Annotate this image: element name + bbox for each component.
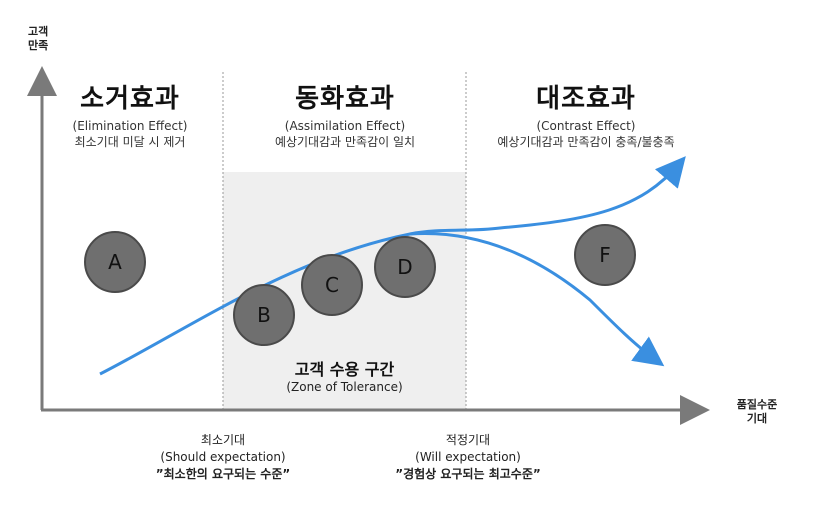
will-expectation-en: (Will expectation) bbox=[415, 450, 521, 464]
y-axis-label-line1: 고객 bbox=[28, 25, 49, 38]
zone-elimination-en: (Elimination Effect) bbox=[72, 119, 188, 133]
circle-c-label: C bbox=[325, 273, 339, 297]
circle-a-label: A bbox=[108, 250, 122, 274]
zone-assimilation-ko: 예상기대감과 만족감이 일치 bbox=[274, 135, 416, 149]
should-expectation-en: (Should expectation) bbox=[160, 450, 286, 464]
x-axis-label: 품질수준 기대 bbox=[722, 398, 792, 426]
x-axis-label-line1: 품질수준 bbox=[736, 398, 778, 411]
circle-f: F bbox=[574, 224, 636, 286]
circle-a: A bbox=[84, 231, 146, 293]
zone-elimination-ko: 최소기대 미달 시 제거 bbox=[74, 135, 186, 149]
circle-b: B bbox=[233, 284, 295, 346]
zone-contrast-title: 대조효과 bbox=[536, 84, 636, 114]
zone-assimilation-title: 동화효과 bbox=[295, 84, 395, 114]
should-expectation-label: 최소기대 (Should expectation) ”최소한의 요구되는 수준” bbox=[133, 432, 313, 483]
zone-elimination: 소거효과 (Elimination Effect) 최소기대 미달 시 제거 bbox=[40, 78, 220, 150]
zone-contrast-ko: 예상기대감과 만족감이 충족/불충족 bbox=[497, 135, 675, 149]
x-axis-label-line2: 기대 bbox=[746, 412, 768, 425]
zone-elimination-title: 소거효과 bbox=[80, 84, 180, 114]
circle-f-label: F bbox=[599, 243, 611, 267]
circle-c: C bbox=[301, 254, 363, 316]
zone-contrast-en: (Contrast Effect) bbox=[536, 119, 636, 133]
tolerance-zone-label: 고객 수용 구간 (Zone of Tolerance) bbox=[223, 356, 466, 394]
will-expectation-label: 적정기대 (Will expectation) ”경험상 요구되는 최고수준” bbox=[368, 432, 568, 483]
y-axis-label-line2: 만족 bbox=[28, 39, 49, 52]
should-expectation-quote: ”최소한의 요구되는 수준” bbox=[155, 467, 291, 481]
circle-b-label: B bbox=[257, 303, 271, 327]
zone-assimilation-en: (Assimilation Effect) bbox=[284, 119, 406, 133]
satisfaction-curve-lower bbox=[409, 232, 665, 367]
y-axis-label: 고객 만족 bbox=[28, 25, 48, 53]
satisfaction-curve-upper bbox=[99, 156, 686, 376]
tolerance-zone-title: 고객 수용 구간 bbox=[294, 360, 395, 379]
zone-assimilation: 동화효과 (Assimilation Effect) 예상기대감과 만족감이 일… bbox=[226, 78, 464, 150]
circle-d: D bbox=[374, 236, 436, 298]
zone-contrast: 대조효과 (Contrast Effect) 예상기대감과 만족감이 충족/불충… bbox=[468, 78, 704, 150]
will-expectation-title: 적정기대 bbox=[445, 433, 491, 447]
circle-d-label: D bbox=[397, 255, 413, 279]
will-expectation-quote: ”경험상 요구되는 최고수준” bbox=[395, 467, 541, 481]
should-expectation-title: 최소기대 bbox=[200, 433, 246, 447]
tolerance-zone-en: (Zone of Tolerance) bbox=[286, 380, 403, 394]
